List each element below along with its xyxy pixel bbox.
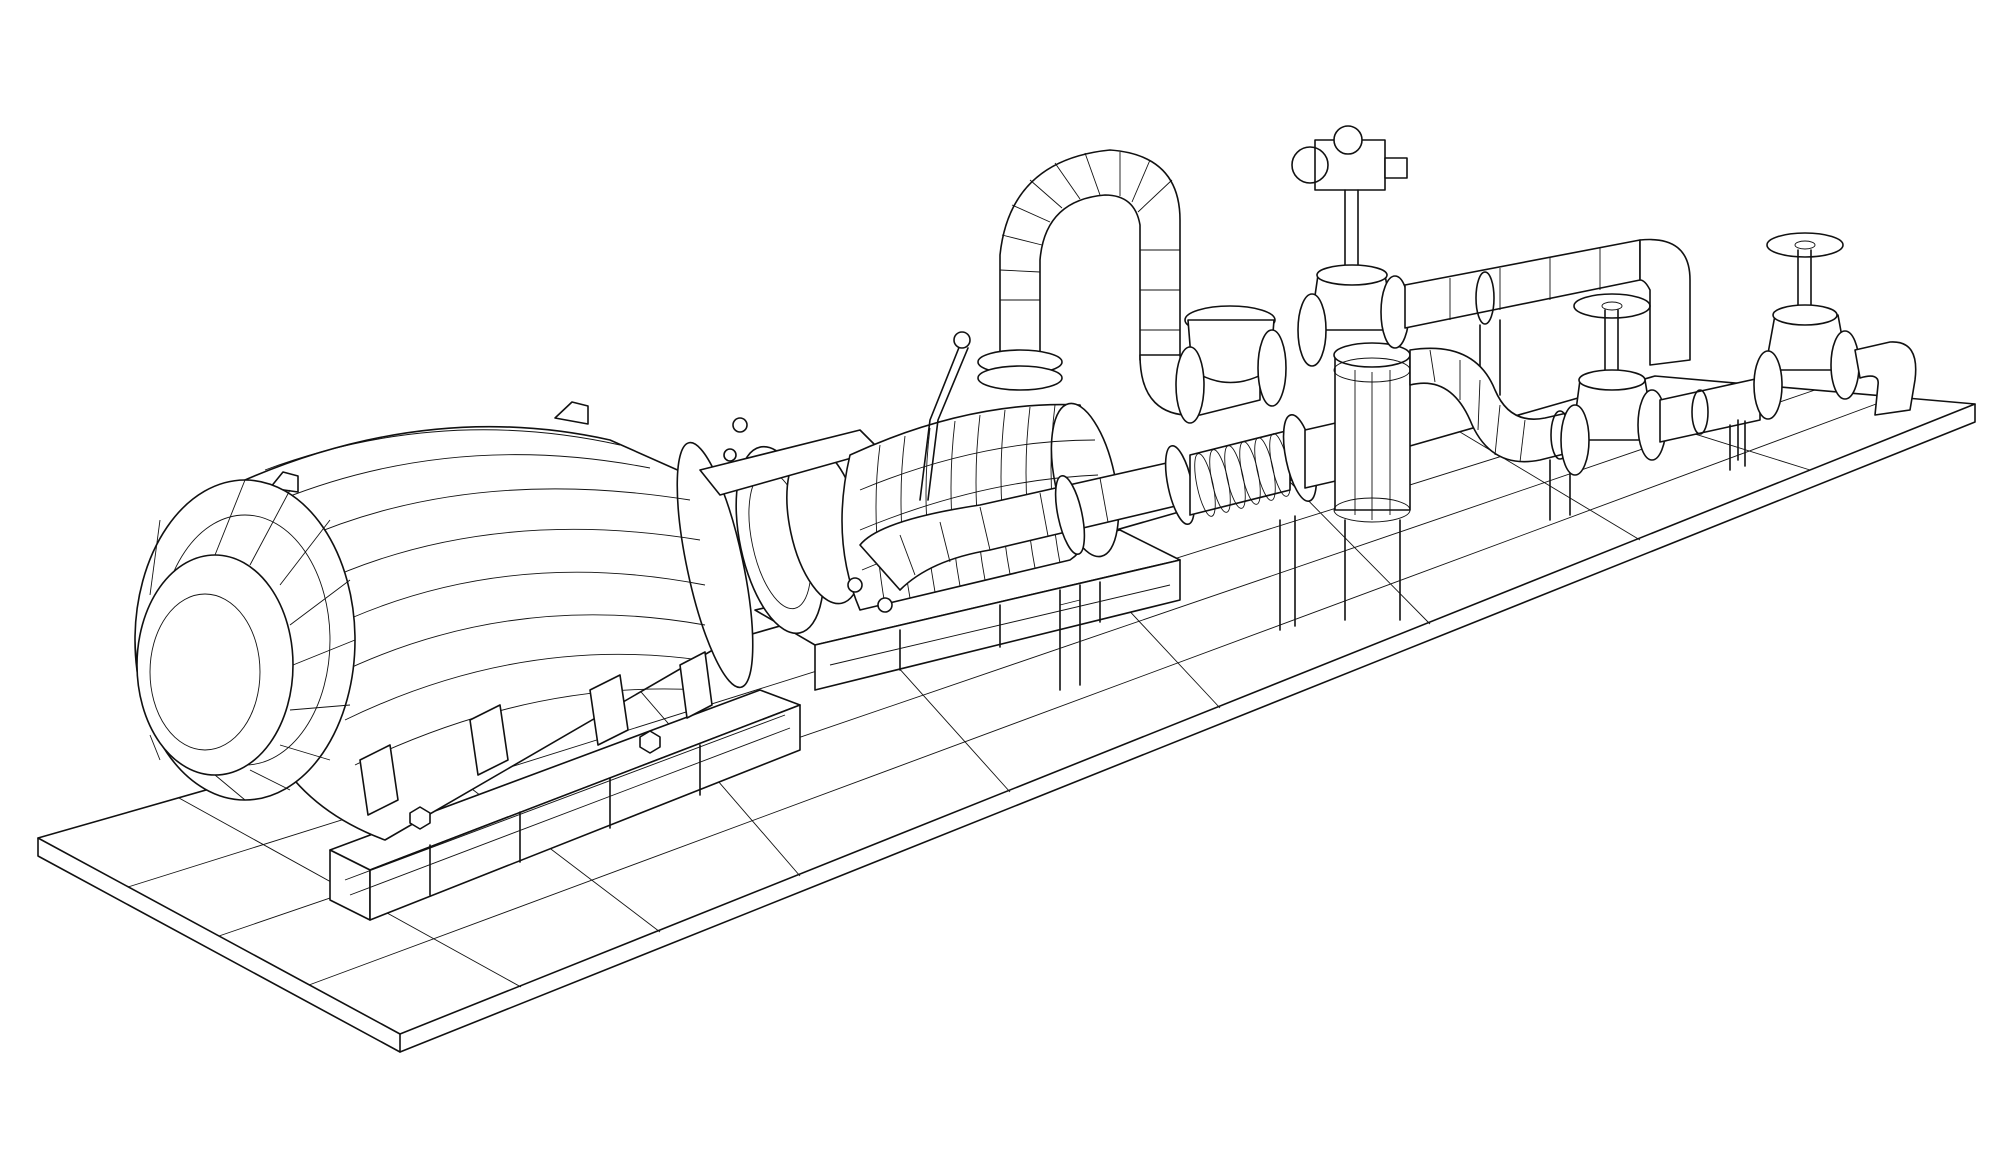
motor-foot [589, 674, 629, 746]
expansion-joint [1189, 414, 1341, 517]
pipe-segment-lines [899, 477, 1109, 576]
bolt-nut [732, 417, 748, 433]
handwheel-gate-valve-2 [1753, 232, 1917, 420]
pipe-supports [1059, 419, 1739, 691]
bellows-convolutions [1194, 433, 1291, 517]
discharge-header-pipe [859, 444, 1196, 591]
bolt-nut [723, 448, 737, 462]
strainer-vessel [1333, 342, 1411, 621]
actuator-handwheel-icon [1291, 146, 1329, 184]
motor-foot [469, 704, 509, 776]
bolt-nut [877, 597, 893, 613]
pipe-flange [1753, 350, 1783, 420]
pipe-clamp [1475, 271, 1495, 325]
motor-base-frame [329, 689, 801, 921]
pipe-flange [1297, 293, 1327, 367]
motor-lifting-lug [554, 401, 589, 425]
pipe-flange [977, 365, 1063, 391]
pipe-bend-segments [999, 152, 1180, 331]
handwheel-gate-valve-1 [1560, 293, 1667, 476]
pipe-flange [1257, 329, 1287, 407]
motor-foot [679, 651, 713, 719]
valve-connecting-pipe [1659, 377, 1761, 471]
pipe-flange [1560, 404, 1590, 476]
handwheel-icon [1766, 232, 1844, 258]
fan-cover-spokes [134, 479, 356, 801]
pipe-clamp [1691, 389, 1709, 435]
motor-foot [359, 744, 399, 816]
upper-header-pipe [1404, 238, 1691, 401]
pipe-flange [1175, 346, 1205, 424]
bolt-nut [409, 806, 431, 830]
pipe-flange [1830, 330, 1860, 400]
check-valve [1175, 305, 1287, 424]
pressure-gauge-icon [953, 331, 971, 349]
actuated-gate-valve [1291, 125, 1410, 367]
pipe-flange [1054, 474, 1086, 556]
motor-body-lines [264, 429, 706, 766]
bolt-nut [639, 730, 661, 754]
motor-fan-cover [134, 479, 356, 801]
gauge-line [919, 344, 961, 501]
bolt-nut [847, 577, 863, 593]
handwheel-icon [1573, 293, 1651, 319]
